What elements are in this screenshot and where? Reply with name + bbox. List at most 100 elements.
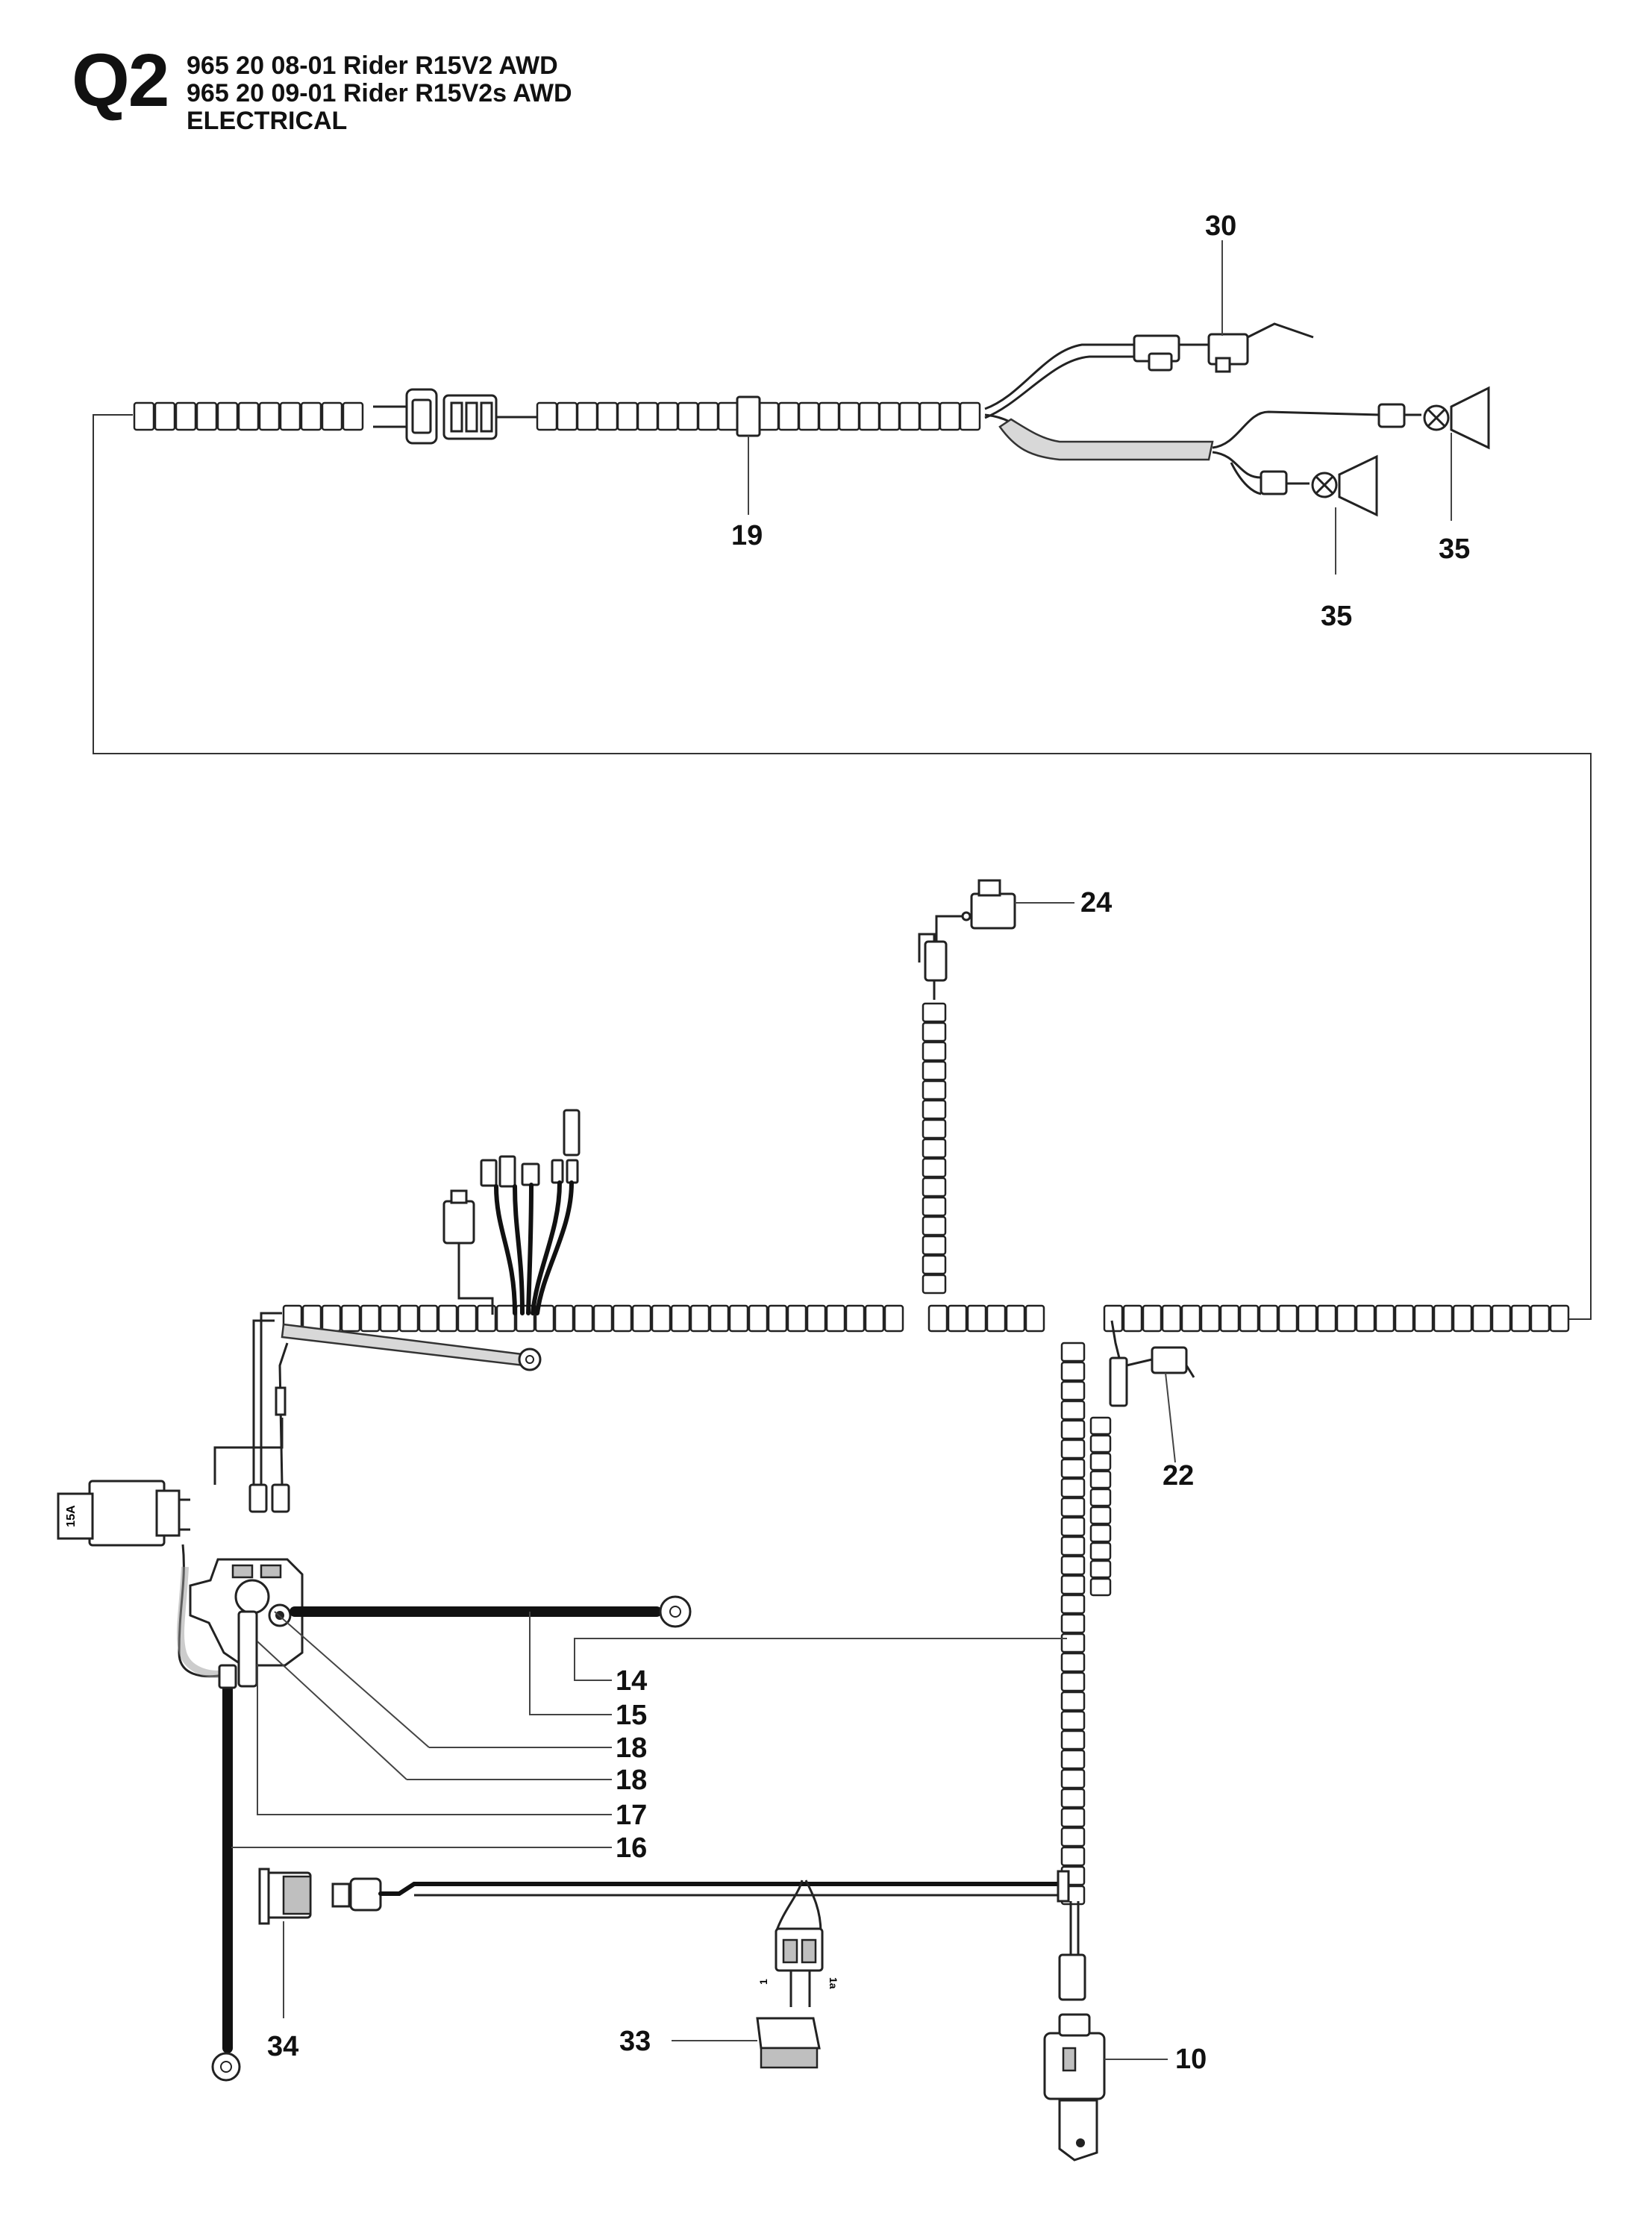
callout-18-upper: 18 [616,1733,647,1764]
conduit-segment [1060,1536,1086,1556]
callout-10: 10 [1175,2044,1207,2075]
branch-24-segments [922,1002,947,1295]
conduit-segment [237,401,260,431]
conduit-segment [922,1118,947,1139]
conduit-segment [576,401,598,431]
conduit-segment [321,1304,342,1333]
callout-24: 24 [1080,887,1112,918]
callout-35-lower: 35 [1321,601,1352,632]
conduit-segment [1089,1416,1112,1436]
conduit-segment [806,1304,827,1333]
conduit-segment [495,1304,516,1333]
conduit-segment [1060,1516,1086,1537]
conduit-segment [1024,1304,1045,1333]
conduit-segment [342,401,364,431]
main-harness: 15A 1 1a [57,879,1570,2162]
conduit-segment [1180,1304,1201,1333]
conduit-segment [1060,1361,1086,1382]
conduit-segment [1277,1304,1298,1333]
title-line-2: 965 20 09-01 Rider R15V2s AWD [187,79,572,107]
conduit-segment [437,1304,458,1333]
conduit-segment [1060,1768,1086,1789]
conduit-segment [1060,1633,1086,1653]
conduit-segment [1161,1304,1182,1333]
callout-34: 34 [267,2031,298,2062]
conduit-segment [1089,1452,1112,1471]
connector-bundle [442,1200,475,1245]
conduit-segment [418,1304,439,1333]
conduit-segment [592,1304,613,1333]
conduit-segment [1060,1419,1086,1440]
fuse-holder [88,1480,166,1547]
page-title-block: 965 20 08-01 Rider R15V2 AWD 965 20 09-0… [187,52,572,135]
conduit-segment [1530,1304,1551,1333]
conduit-segment [175,401,197,431]
conduit-segment [1491,1304,1512,1333]
conduit-segment [786,1304,807,1333]
conduit-segment [986,1304,1007,1333]
callout-17: 17 [616,1800,647,1831]
callout-15: 15 [616,1700,647,1731]
callout-18-lower: 18 [616,1765,647,1796]
conduit-segment [379,1304,400,1333]
conduit-segment [922,1099,947,1120]
harness-clamp [736,395,761,437]
conduit-segment [777,401,800,431]
lamp-socket-upper [1377,403,1406,428]
conduit-segment [1336,1304,1357,1333]
top-harness [133,322,1490,517]
conduit-segment [636,401,659,431]
switch-33 [756,2017,821,2050]
loop-line [93,414,1592,1320]
lamp-socket-lower [1260,470,1288,495]
conduit-segment [677,401,699,431]
conduit-segment [922,1196,947,1217]
conduit-segment [1060,1555,1086,1576]
callout-30: 30 [1205,210,1236,242]
conduit-segment [883,1304,904,1333]
conduit-segment [536,401,558,431]
conduit-segment [717,401,739,431]
conduit-segment [922,1080,947,1101]
conduit-segment [1258,1304,1279,1333]
conduit-segment [927,1304,948,1333]
conduit-segment [1060,1730,1086,1750]
conduit-segment [1394,1304,1415,1333]
conduit-segment [922,1060,947,1081]
conduit-segment [1060,1400,1086,1421]
conduit-segment [922,1041,947,1062]
top-harness-segments-right [536,401,981,431]
conduit-segment [1060,1788,1086,1809]
lamp-35-lower-reflector [1338,454,1378,517]
conduit-segment [757,401,780,431]
conduit-segment [1549,1304,1570,1333]
conduit-segment [1060,1574,1086,1595]
conduit-segment [858,401,880,431]
conduit-segment [1316,1304,1337,1333]
callout-35-upper: 35 [1439,533,1470,565]
conduit-segment [1452,1304,1473,1333]
conduit-segment [728,1304,749,1333]
conduit-segment [398,1304,419,1333]
conduit-segment [1060,1691,1086,1712]
conduit-segment [457,1304,478,1333]
conduit-segment [1089,1559,1112,1579]
conduit-segment [1089,1488,1112,1507]
conduit-segment [709,1304,730,1333]
conduit-segment [670,1304,691,1333]
conduit-segment [1089,1524,1112,1543]
conduit-segment [360,1304,381,1333]
conduit-segment [573,1304,594,1333]
top-harness-segments-left [133,401,364,431]
conduit-segment [864,1304,885,1333]
conduit-segment [922,1254,947,1275]
conduit-segment [1060,1439,1086,1459]
conduit-segment [922,1138,947,1159]
fuse-15a-label: 15A [65,1505,78,1527]
conduit-segment [321,401,343,431]
conduit-segment [922,1021,947,1042]
conduit-segment [534,1304,555,1333]
conduit-segment [1471,1304,1492,1333]
conduit-segment [1060,1613,1086,1634]
branch-22-segments [1089,1416,1112,1597]
